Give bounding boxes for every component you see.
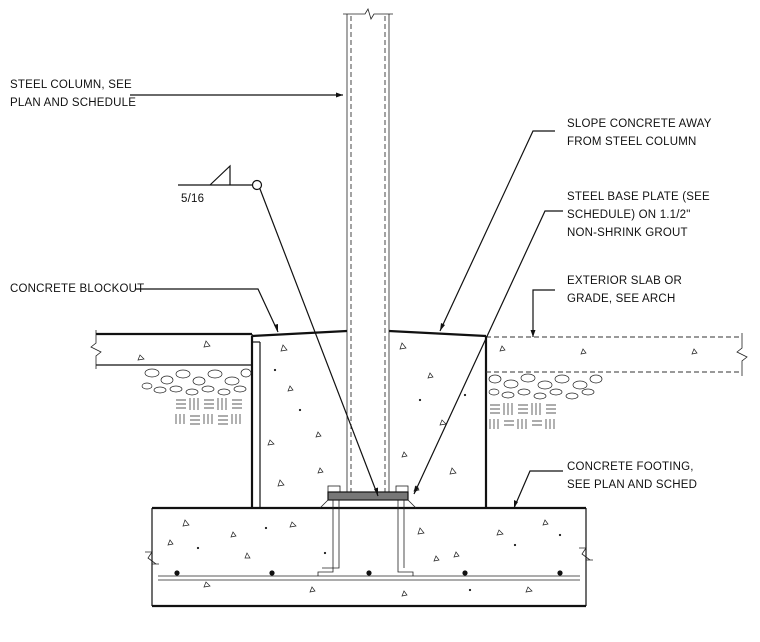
footing-label-line1: CONCRETE FOOTING, [567, 461, 694, 473]
rebar-dots [174, 570, 563, 576]
left-earth-hatch [175, 398, 242, 425]
footing-aggregate [167, 519, 562, 597]
footing-label-line2: SEE PLAN AND SCHED [567, 479, 697, 491]
blockout-label: CONCRETE BLOCKOUT [10, 283, 144, 295]
leader-lines [130, 92, 563, 509]
steel-column [343, 8, 393, 492]
slab-label-line2: GRADE, SEE ARCH [567, 293, 675, 305]
base-plate [319, 491, 417, 509]
right-earth-hatch [489, 403, 556, 429]
callout-labels: STEEL COLUMN, SEE PLAN AND SCHEDULE SLOP… [10, 79, 712, 491]
slab-label-line1: EXTERIOR SLAB OR [567, 275, 682, 287]
left-gravel [141, 368, 252, 396]
pier-aggregate [267, 342, 467, 492]
slope-label-line2: FROM STEEL COLUMN [567, 136, 697, 148]
slope-label-line1: SLOPE CONCRETE AWAY [567, 118, 712, 130]
right-slab [486, 333, 748, 376]
concrete-footing [145, 506, 593, 608]
base-plate-label-line2: SCHEDULE) ON 1.1/2" [567, 209, 691, 221]
right-gravel [488, 373, 603, 400]
weld-size-label: 5/16 [181, 193, 204, 205]
concrete-pier [250, 329, 488, 508]
weld-symbol: 5/16 [178, 164, 379, 497]
base-plate-label-line3: NON-SHRINK GROUT [567, 227, 688, 239]
left-slab [90, 330, 253, 369]
base-plate-label-line1: STEEL BASE PLATE (SEE [567, 191, 710, 203]
steel-column-label-line1: STEEL COLUMN, SEE [10, 79, 132, 91]
steel-column-label-line2: PLAN AND SCHEDULE [10, 97, 136, 109]
